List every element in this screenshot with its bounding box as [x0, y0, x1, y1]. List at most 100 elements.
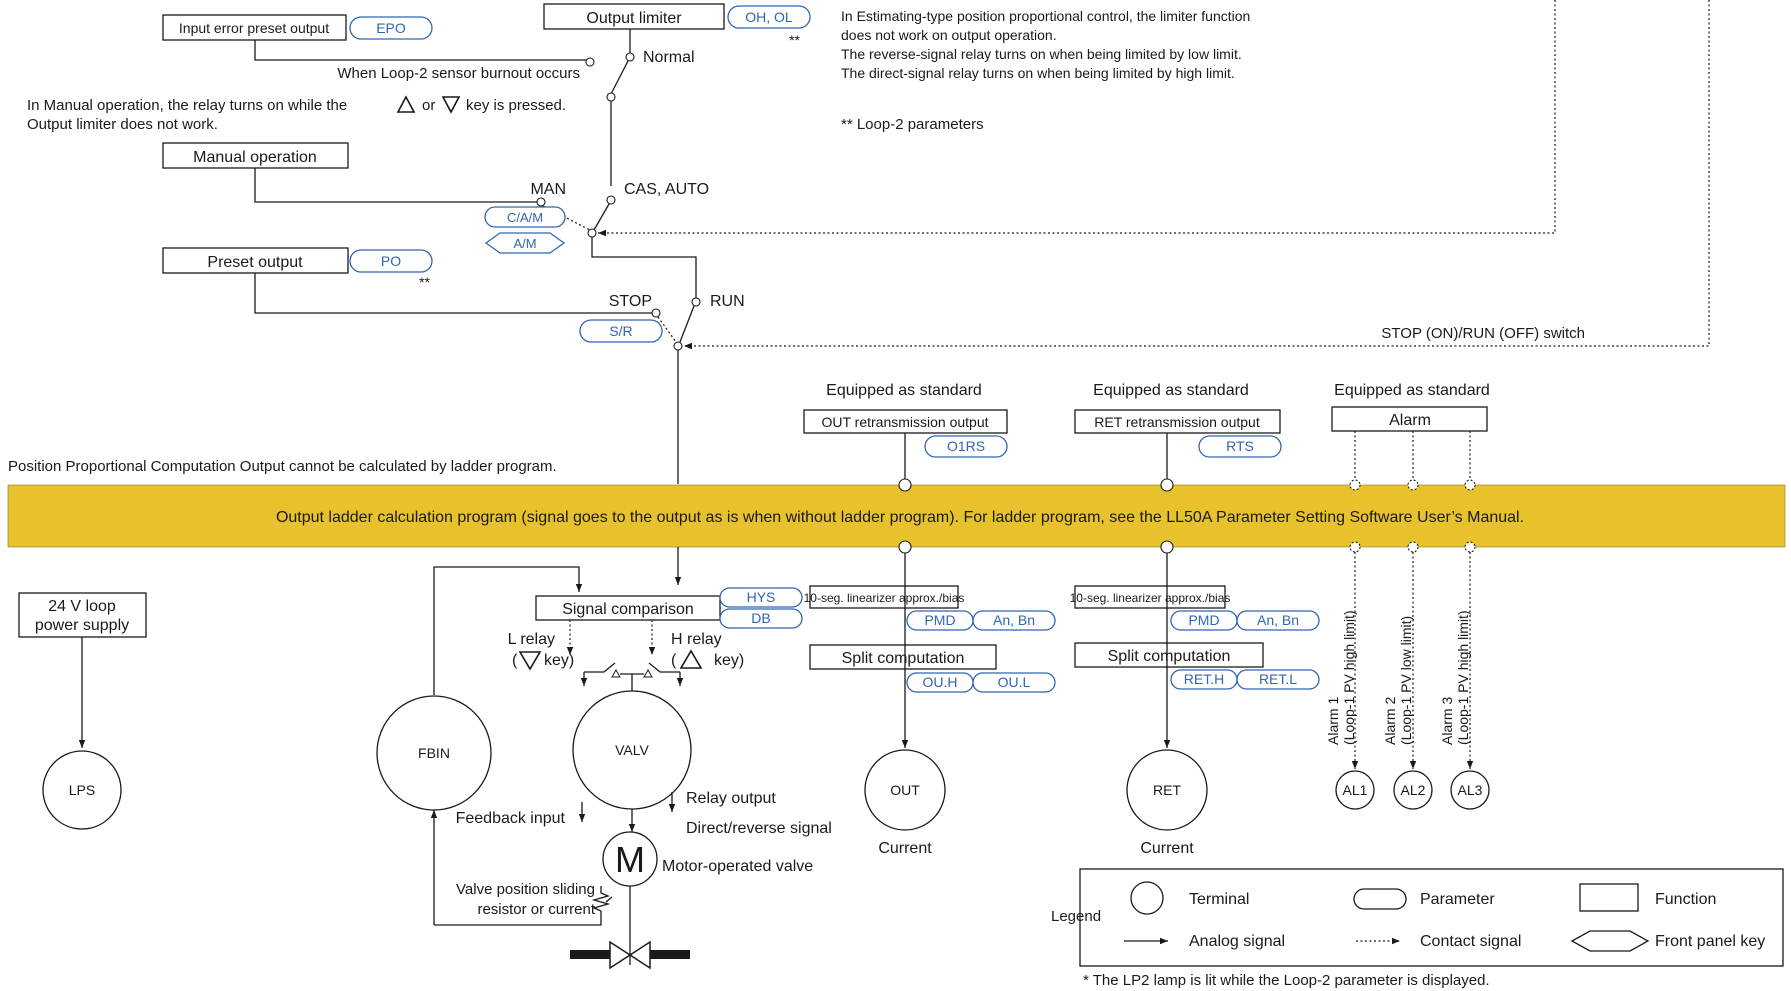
- cam-switch-arm: [593, 203, 610, 231]
- legend-terminal-label: Terminal: [1189, 891, 1249, 908]
- man-contact: [536, 197, 546, 207]
- stop-run-switch-label: STOP (ON)/RUN (OFF) switch: [1381, 325, 1585, 342]
- svg-text:RET.L: RET.L: [1259, 671, 1297, 687]
- legend-contact-label: Contact signal: [1420, 933, 1521, 950]
- svg-text:does not work on output operat: does not work on output operation.: [841, 27, 1057, 43]
- ouh-parameter[interactable]: OU.H: [906, 672, 974, 693]
- svg-text:Split computation: Split computation: [842, 650, 965, 667]
- oul-parameter[interactable]: OU.L: [972, 672, 1056, 693]
- ret-retransmission-function: RET retransmission output: [1074, 409, 1281, 434]
- sr-parameter[interactable]: S/R: [579, 319, 663, 343]
- svg-text:In Estimating-type position pr: In Estimating-type position proportional…: [841, 8, 1250, 24]
- legend: Legend Terminal Parameter Function Analo…: [1051, 868, 1784, 967]
- out-current-label: Current: [878, 840, 932, 857]
- svg-text:EPO: EPO: [376, 20, 406, 36]
- out-terminal: [864, 749, 946, 831]
- pmd-out-parameter[interactable]: PMD: [906, 610, 974, 631]
- out-split-computation-function: Split computation: [809, 644, 997, 670]
- run-contact: [691, 297, 701, 307]
- band-out-junction-al2: [1407, 541, 1419, 553]
- svg-text:C/A/M: C/A/M: [507, 210, 543, 225]
- epo-signal-line: [254, 40, 590, 61]
- direct-reverse-label: Direct/reverse signal: [686, 820, 832, 837]
- run-label: RUN: [710, 293, 745, 310]
- svg-text:DB: DB: [751, 610, 770, 626]
- lp2-lamp-footnote: * The LP2 lamp is lit while the Loop-2 p…: [1083, 972, 1490, 989]
- al2-terminal: [1393, 770, 1433, 810]
- out-terminal-label: OUT: [890, 782, 920, 798]
- legend-function-label: Function: [1655, 891, 1716, 908]
- svg-text:Output limiter does not work.: Output limiter does not work.: [27, 116, 218, 133]
- svg-text:The direct-signal relay turns: The direct-signal relay turns on when be…: [841, 65, 1235, 81]
- l-relay-key-label: (: [512, 652, 518, 669]
- input-error-preset-output-function: Input error preset output: [162, 14, 347, 41]
- svg-text:Alarm 1: Alarm 1: [1325, 697, 1341, 745]
- reth-parameter[interactable]: RET.H: [1170, 669, 1238, 690]
- burnout-label: When Loop-2 sensor burnout occurs: [337, 65, 580, 82]
- svg-text:S/R: S/R: [609, 323, 632, 339]
- band-in-junction-al1: [1349, 479, 1361, 491]
- manual-operation-note: In Manual operation, the relay turns on …: [27, 95, 566, 133]
- an-bn-ret-parameter[interactable]: An, Bn: [1236, 610, 1320, 631]
- retl-parameter[interactable]: RET.L: [1236, 669, 1320, 690]
- oh-ol-parameter[interactable]: OH, OL: [727, 5, 811, 29]
- alarm3-label: Alarm 3 (Loop-1 PV high limit): [1439, 610, 1471, 745]
- svg-text:power supply: power supply: [35, 617, 129, 634]
- svg-text:A/M: A/M: [513, 236, 536, 251]
- db-parameter[interactable]: DB: [719, 608, 803, 629]
- legend-parameter-icon: [1353, 888, 1407, 910]
- ret-terminal-label: RET: [1153, 782, 1181, 798]
- stop-dashed-arm: [657, 316, 677, 343]
- normal-label: Normal: [643, 49, 695, 66]
- normal-contact: [625, 52, 635, 62]
- preset-output-function: Preset output: [162, 247, 349, 274]
- ret-equipped-label: Equipped as standard: [1093, 382, 1249, 399]
- svg-text:Alarm 2: Alarm 2: [1382, 697, 1398, 745]
- pmd-ret-parameter[interactable]: PMD: [1170, 610, 1238, 631]
- svg-text:PMD: PMD: [1188, 612, 1219, 628]
- loop2-marker: **: [789, 32, 800, 48]
- feedback-input-label: Feedback input: [456, 810, 566, 827]
- up-triangle-key-icon: [396, 95, 416, 113]
- motor-letter: M: [615, 839, 645, 880]
- svg-text:PO: PO: [381, 253, 401, 269]
- legend-front-key-label: Front panel key: [1655, 933, 1765, 950]
- burnout-contact: [585, 57, 595, 67]
- svg-text:OU.L: OU.L: [998, 674, 1031, 690]
- svg-text:(Loop-1 PV high limit): (Loop-1 PV high limit): [1455, 610, 1471, 745]
- fbin-terminal-label: FBIN: [418, 745, 450, 761]
- motor-valve-label: Motor-operated valve: [662, 858, 813, 875]
- manual-signal-line: [254, 168, 537, 203]
- an-bn-out-parameter[interactable]: An, Bn: [972, 610, 1056, 631]
- svg-text:OUT retransmission output: OUT retransmission output: [821, 414, 988, 430]
- al2-terminal-label: AL2: [1401, 782, 1426, 798]
- svg-text:(Loop-1 PV high limit): (Loop-1 PV high limit): [1341, 610, 1357, 745]
- output-limiter-function: Output limiter: [543, 3, 725, 30]
- svg-text:HYS: HYS: [747, 589, 776, 605]
- lps-terminal-label: LPS: [69, 782, 95, 798]
- po-parameter[interactable]: PO: [349, 249, 433, 273]
- out-linearizer-function: 10-seg. linearizer approx./bias: [804, 585, 964, 609]
- lps-terminal: [42, 750, 122, 830]
- loop-power-supply-function: 24 V loop power supply: [18, 592, 147, 638]
- limiter-switch-pivot: [606, 92, 616, 102]
- run-switch-pivot: [673, 341, 683, 351]
- down-triangle-key-icon: [518, 651, 542, 671]
- alarm-function: Alarm: [1331, 406, 1488, 432]
- hys-parameter[interactable]: HYS: [719, 587, 803, 608]
- out-retransmission-function: OUT retransmission output: [803, 409, 1008, 434]
- svg-text:Input error preset output: Input error preset output: [179, 20, 329, 36]
- output-ladder-calculation-band: Output ladder calculation program (signa…: [7, 484, 1786, 548]
- o1rs-parameter[interactable]: O1RS: [924, 435, 1008, 458]
- rts-parameter[interactable]: RTS: [1198, 435, 1282, 458]
- am-front-panel-key[interactable]: A/M: [484, 232, 566, 254]
- slide-resistor-return: [434, 911, 602, 926]
- svg-text:RET retransmission output: RET retransmission output: [1094, 414, 1260, 430]
- ret-current-label: Current: [1140, 840, 1194, 857]
- epo-parameter[interactable]: EPO: [349, 16, 433, 40]
- al1-terminal: [1335, 770, 1375, 810]
- auto-manual-contact-line: [598, 0, 1556, 237]
- cam-parameter[interactable]: C/A/M: [484, 206, 566, 228]
- svg-text:In Manual operation, the relay: In Manual operation, the relay turns on …: [27, 97, 347, 114]
